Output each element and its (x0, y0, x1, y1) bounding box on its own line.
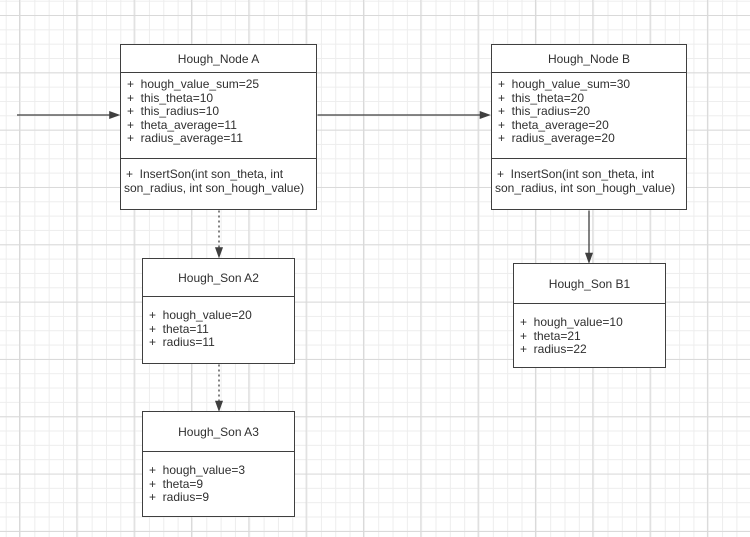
attributes-compartment: + hough_value_sum=30 + this_theta=20 + t… (492, 73, 686, 158)
method-row-line2: son_radius, int son_hough_value) (495, 181, 676, 196)
class-title: Hough_Son A3 (143, 412, 294, 452)
arrowhead-down-icon (584, 252, 594, 264)
attributes-compartment: + hough_value_sum=25 + this_theta=10 + t… (121, 73, 316, 158)
attribute-row: + radius=11 (149, 335, 215, 350)
arrowhead-right-icon (109, 110, 121, 120)
class-hough-son-b1[interactable]: Hough_Son B1 + hough_value=10 + theta=21… (513, 263, 666, 368)
attributes-compartment: + hough_value=3 + theta=9 + radius=9 (143, 452, 294, 516)
attribute-row: + theta_average=20 (498, 117, 609, 132)
class-hough-node-b[interactable]: Hough_Node B + hough_value_sum=30 + this… (491, 44, 687, 210)
attribute-row: + theta_average=11 (127, 117, 237, 132)
arrowhead-down-icon (214, 400, 224, 412)
class-title: Hough_Son A2 (143, 259, 294, 297)
method-row-line2: son_radius, int son_hough_value) (124, 181, 305, 196)
attribute-row: + hough_value=10 (520, 315, 623, 329)
attribute-row: + radius_average=11 (127, 131, 243, 146)
attribute-row: + hough_value=3 (149, 463, 246, 477)
attributes-compartment: + hough_value=20 + theta=11 + radius=11 (143, 297, 294, 363)
attribute-row: + theta=9 (149, 476, 204, 491)
class-hough-son-a2[interactable]: Hough_Son A2 + hough_value=20 + theta=11… (142, 258, 295, 364)
attribute-row: + radius=9 (149, 490, 210, 505)
attribute-row: + hough_value_sum=25 (127, 77, 260, 91)
attribute-row: + radius_average=20 (498, 131, 615, 146)
class-title: Hough_Node B (492, 45, 686, 73)
arrowhead-down-icon (214, 247, 224, 259)
attribute-row: + this_radius=10 (127, 104, 220, 119)
edge-node-a-to-node-b[interactable] (317, 110, 491, 120)
method-row-line1: + InsertSon(int son_theta, int (497, 167, 655, 181)
attribute-row: + hough_value=20 (149, 308, 252, 322)
attribute-row: + this_theta=20 (498, 90, 585, 105)
attribute-row: + radius=22 (520, 342, 587, 357)
class-hough-node-a[interactable]: Hough_Node A + hough_value_sum=25 + this… (120, 44, 317, 210)
edge-son-a2-to-son-a3[interactable] (214, 364, 224, 412)
attribute-row: + hough_value_sum=30 (498, 77, 631, 91)
class-hough-son-a3[interactable]: Hough_Son A3 + hough_value=3 + theta=9 +… (142, 411, 295, 517)
attribute-row: + this_theta=10 (127, 90, 214, 105)
attribute-row: + theta=11 (149, 321, 209, 336)
edge-incoming-node-a[interactable] (17, 110, 121, 120)
edge-node-b-to-son-b1[interactable] (584, 210, 594, 264)
class-title: Hough_Son B1 (514, 264, 665, 304)
attributes-compartment: + hough_value=10 + theta=21 + radius=22 (514, 304, 665, 367)
methods-compartment: + InsertSon(int son_theta, int son_radiu… (121, 158, 316, 209)
methods-compartment: + InsertSon(int son_theta, int son_radiu… (492, 158, 686, 209)
attribute-row: + theta=21 (520, 328, 581, 343)
class-title: Hough_Node A (121, 45, 316, 73)
edge-node-a-to-son-a2[interactable] (214, 210, 224, 259)
attribute-row: + this_radius=20 (498, 104, 591, 119)
arrowhead-right-icon (479, 110, 491, 120)
method-row-line1: + InsertSon(int son_theta, int (126, 167, 284, 181)
